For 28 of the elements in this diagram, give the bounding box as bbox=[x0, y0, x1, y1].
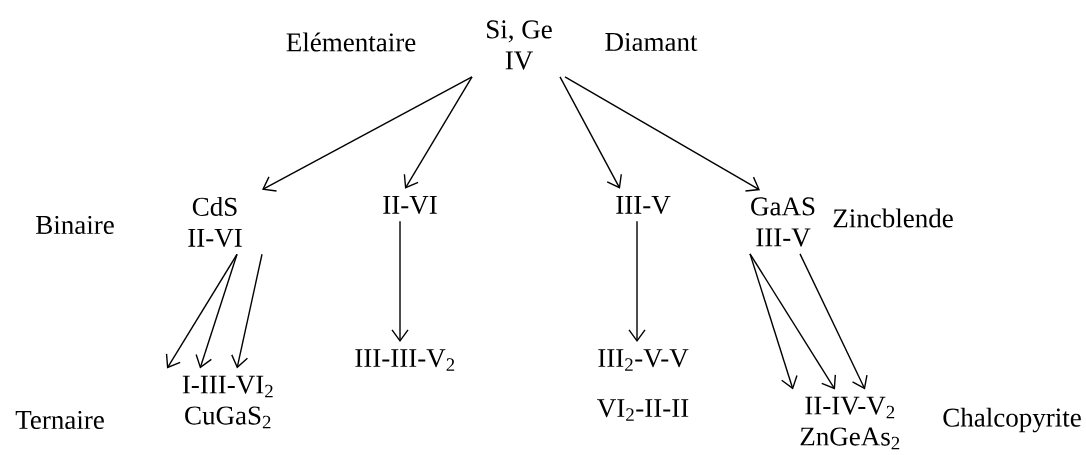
structure-label: Zincblende bbox=[833, 208, 953, 228]
class-label: II-IV-V$_{2}$ ZnGeAs$_{2}$ bbox=[800, 396, 900, 450]
arrow bbox=[799, 253, 868, 390]
structure-label: Chalcopyrite bbox=[943, 407, 1081, 433]
structure-label: Diamant bbox=[605, 32, 698, 52]
arrow bbox=[749, 253, 798, 390]
arrow bbox=[749, 253, 837, 390]
class-label: GaAS III-V bbox=[751, 197, 815, 247]
arrow bbox=[403, 76, 473, 189]
structure-label: Binaire bbox=[36, 215, 114, 235]
class-label: III-III-V$_{2}$ bbox=[355, 349, 455, 371]
arrow bbox=[391, 220, 409, 342]
structure-label: VI$_{2}$-II-II bbox=[597, 399, 689, 421]
arrow bbox=[564, 76, 760, 192]
class-label: Si, Ge IV bbox=[487, 20, 552, 70]
structure-label: Ternaire bbox=[15, 410, 104, 430]
arrow bbox=[231, 253, 263, 369]
arrow bbox=[165, 253, 238, 369]
arrow bbox=[559, 76, 622, 189]
structure-label: Elémentaire bbox=[286, 32, 416, 52]
arrow bbox=[262, 76, 473, 192]
class-label: III$_{2}$-V-V bbox=[598, 349, 689, 371]
class-label: I-III-VI$_{2}$ CuGaS$_{2}$ bbox=[182, 375, 273, 429]
arrow bbox=[195, 253, 238, 369]
class-label: III-V bbox=[616, 195, 671, 215]
class-label: II-VI bbox=[383, 195, 437, 215]
arrow bbox=[628, 220, 646, 342]
class-label: CdS II-VI bbox=[188, 196, 242, 248]
